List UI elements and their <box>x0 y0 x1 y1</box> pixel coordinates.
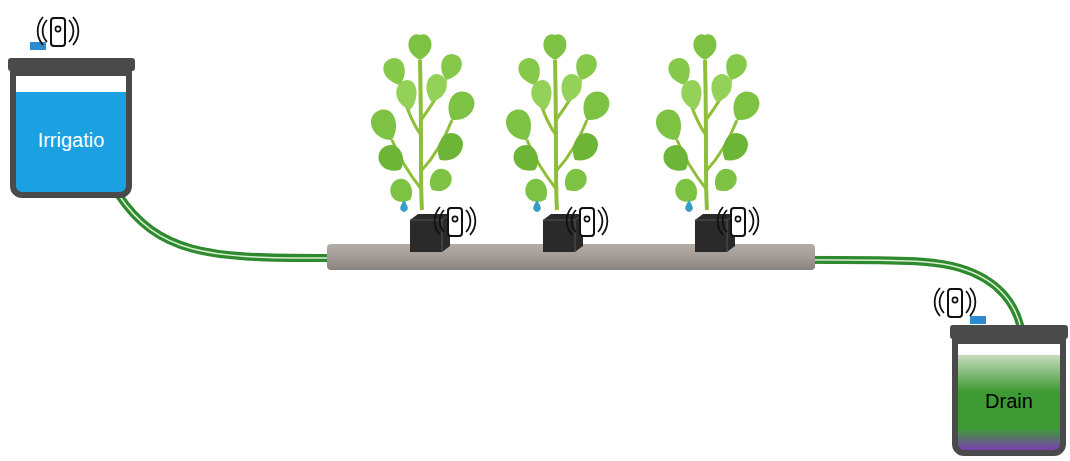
tank-label: Drain <box>985 390 1033 413</box>
hose <box>118 194 1020 326</box>
tank: Drain <box>952 338 1066 456</box>
tank: Irrigatio <box>10 70 132 198</box>
tank-label: Irrigatio <box>38 129 105 152</box>
